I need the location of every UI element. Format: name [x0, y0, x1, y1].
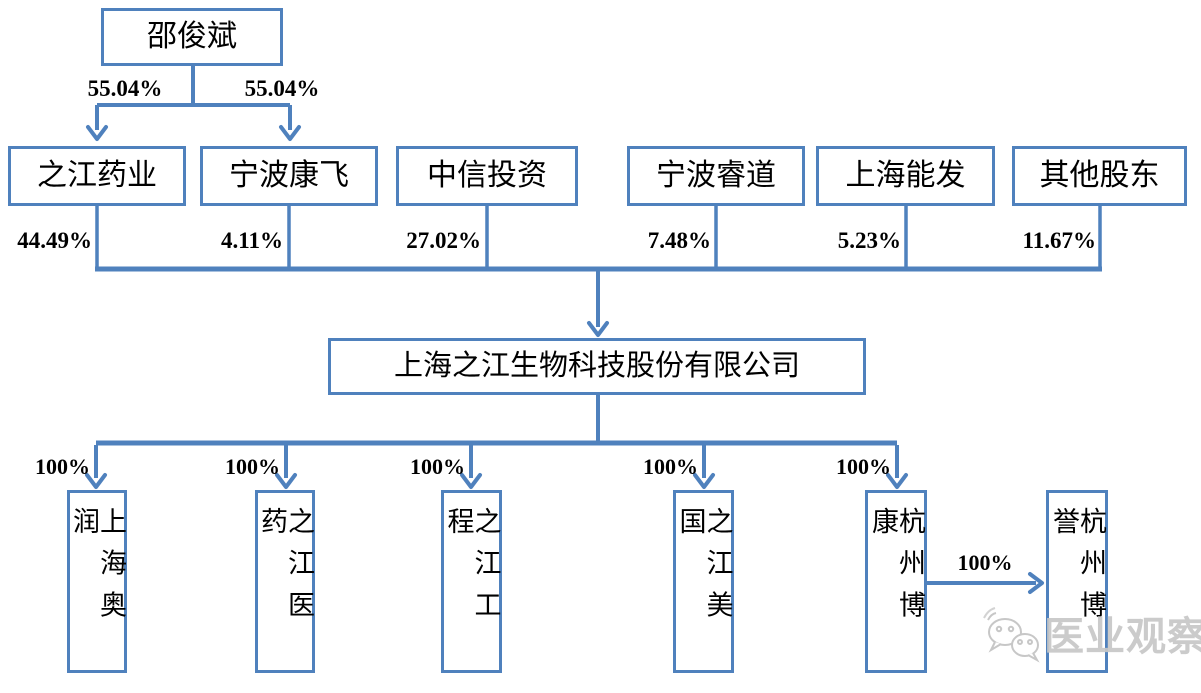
- subsidiary-label: 之江美国: [675, 507, 733, 633]
- shareholder-label: 上海能发: [845, 159, 966, 192]
- box-subsidiary-zhijiang-yiyao: 之江医药: [255, 490, 315, 673]
- watermark: 医业观察: [982, 606, 1201, 668]
- box-subsidiary-zhijiang-meiguo: 之江美国: [673, 490, 734, 673]
- watermark-text: 医业观察: [1044, 614, 1201, 659]
- box-main-company: 上海之江生物科技股份有限公司: [328, 338, 866, 395]
- top-link-pct-right: 55.04%: [244, 76, 320, 101]
- shareholder-pct-4: 7.48%: [647, 228, 711, 253]
- shareholder-label: 宁波睿道: [656, 159, 776, 192]
- subsidiary-label: 上海奥润: [69, 507, 126, 633]
- shareholder-pct-2: 4.11%: [221, 228, 283, 253]
- box-shareholder-ningbo-ruidao: 宁波睿道: [627, 146, 805, 206]
- shareholder-label: 中信投资: [427, 159, 547, 192]
- shareholder-pct-5: 5.23%: [837, 228, 901, 253]
- subsidiary-label: 之江工程: [443, 507, 501, 633]
- box-subsidiary-hangzhou-bokang: 杭州博康: [865, 490, 927, 673]
- subsidiary-label: 杭州博康: [868, 507, 925, 633]
- shareholder-label: 宁波康飞: [229, 159, 349, 192]
- main-company-label: 上海之江生物科技股份有限公司: [393, 350, 800, 382]
- top-link-pct-left: 55.04%: [87, 76, 163, 101]
- box-subsidiary-shanghai-aorun: 上海奥润: [67, 490, 127, 673]
- box-shareholder-other: 其他股东: [1012, 146, 1187, 206]
- box-subsubsidiary-hangzhou-boyu: 杭州博誉: [1046, 490, 1108, 673]
- shareholder-pct-6: 11.67%: [1022, 228, 1096, 253]
- sub-link-pct: 100%: [957, 550, 1013, 575]
- box-subsidiary-zhijiang-gongcheng: 之江工程: [441, 490, 502, 673]
- subsidiary-pct-4: 100%: [643, 454, 698, 479]
- box-shareholder-ningbo-kangfei: 宁波康飞: [200, 146, 378, 206]
- subsidiary-pct-5: 100%: [836, 454, 891, 479]
- wechat-logo-icon: [983, 607, 1040, 663]
- subsidiary-pct-3: 100%: [410, 454, 465, 479]
- subsubsidiary-label: 杭州博誉: [1049, 507, 1106, 633]
- box-shareholder-zhongxin-invest: 中信投资: [396, 146, 578, 206]
- shareholder-label: 其他股东: [1039, 159, 1160, 192]
- shareholder-pct-3: 27.02%: [406, 228, 481, 253]
- top-shareholder-label: 邵俊斌: [147, 20, 237, 53]
- subsidiary-pct-1: 100%: [35, 454, 90, 479]
- shareholder-label: 之江药业: [37, 159, 157, 192]
- box-shareholder-shanghai-nengfa: 上海能发: [816, 146, 995, 206]
- box-top-shareholder: 邵俊斌: [101, 8, 283, 66]
- subsidiary-pct-2: 100%: [225, 454, 280, 479]
- shareholder-pct-1: 44.49%: [17, 228, 92, 253]
- subsidiary-label: 之江医药: [257, 507, 314, 633]
- box-shareholder-zhijiang-pharma: 之江药业: [8, 146, 186, 206]
